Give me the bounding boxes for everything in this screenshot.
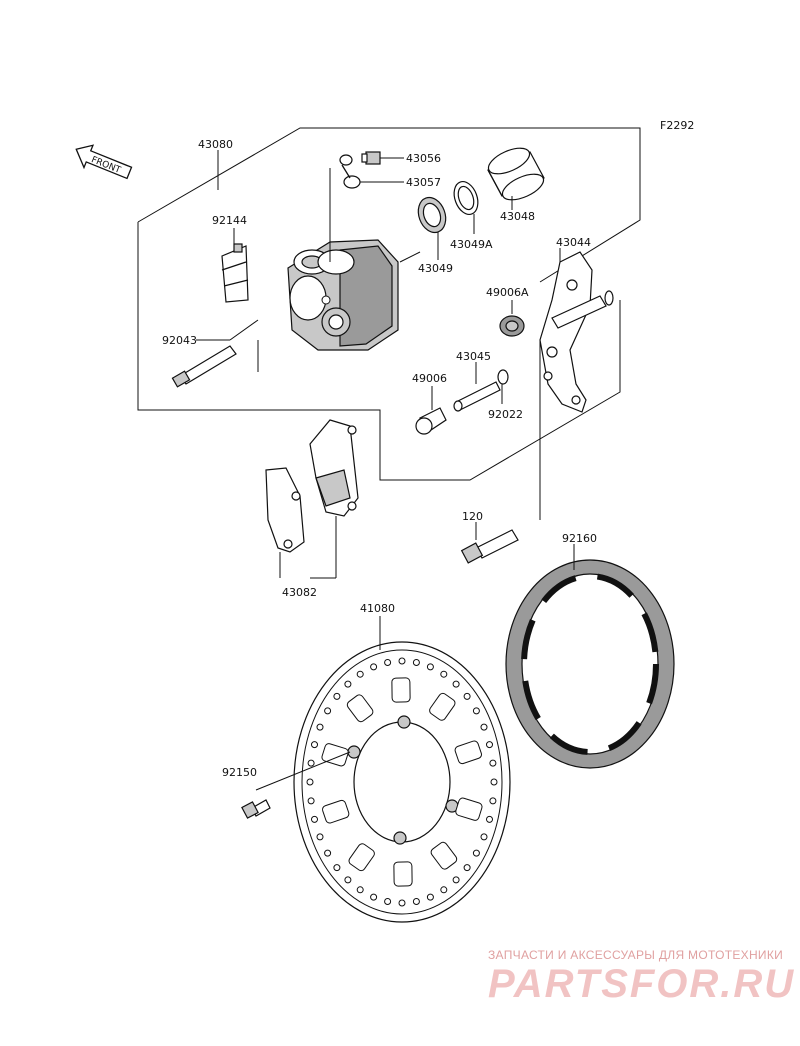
caliper-pin: [171, 345, 237, 388]
disc-slot: [429, 692, 456, 721]
front-arrow-icon: FRONT: [75, 144, 133, 180]
disc-hole: [344, 680, 352, 688]
disc-slot: [430, 841, 458, 870]
disc-slot: [391, 677, 411, 703]
disc-slot: [393, 861, 413, 887]
watermark-caption: ЗАПЧАСТИ И АКСЕССУАРЫ ДЛЯ МОТОТЕХНИКИ: [488, 948, 784, 962]
callout-43044: 43044: [556, 236, 591, 249]
callout-49006a: 49006A: [486, 286, 529, 299]
disc-hole: [311, 741, 318, 749]
disc-hole: [324, 849, 332, 857]
disc-slot: [322, 799, 350, 824]
disc-hole: [398, 899, 406, 907]
disc-slot: [346, 694, 374, 723]
disc-hole: [311, 815, 318, 823]
disc-hole: [426, 893, 434, 901]
bleed-cap: [339, 154, 361, 189]
caliper-bracket: [539, 251, 614, 413]
disc-hole: [490, 778, 498, 786]
disc-hole: [463, 864, 471, 872]
disc-hole: [307, 759, 315, 767]
disc-hole: [452, 680, 460, 688]
disc-hole: [370, 893, 378, 901]
pin-boot-large: [499, 315, 525, 337]
disc-hole: [398, 657, 406, 665]
watermark-logo: PARTSFOR.RU: [488, 962, 796, 1006]
disc-hole: [333, 864, 341, 872]
brake-caliper: [287, 239, 399, 351]
disc-hole: [480, 723, 488, 731]
disc-hole: [316, 833, 324, 841]
disc-hole: [356, 670, 364, 678]
disc-hole: [463, 692, 471, 700]
circlip: [497, 369, 509, 385]
assembly-outline-bottom: [137, 222, 621, 481]
disc-hole: [440, 886, 448, 894]
brake-pads: [265, 419, 359, 553]
disc-hole: [316, 723, 324, 731]
bracket-pin: [453, 381, 501, 412]
disc-hole: [412, 659, 420, 666]
disc-hole: [489, 797, 497, 805]
disc-hole: [472, 849, 480, 857]
piston-seal: [417, 196, 447, 234]
pad-spring: [221, 243, 249, 303]
callout-43080: 43080: [198, 138, 233, 151]
disc-hole: [452, 876, 460, 884]
callout-43082: 43082: [282, 586, 317, 599]
pin-boot-small: [415, 407, 447, 435]
disc-hole: [306, 778, 314, 786]
callout-43057: 43057: [406, 176, 441, 189]
disc-hole: [412, 898, 420, 905]
disc-hole: [384, 659, 392, 666]
callout-43049a: 43049A: [450, 238, 493, 251]
caliper-piston: [487, 147, 545, 201]
callout-92150: 92150: [222, 766, 257, 779]
callout-92160: 92160: [562, 532, 597, 545]
leader-lines: [196, 150, 575, 791]
disc-hole: [440, 670, 448, 678]
callout-41080: 41080: [360, 602, 395, 615]
bleed-valve: [361, 151, 381, 165]
callout-92022: 92022: [488, 408, 523, 421]
callout-120: 120: [462, 510, 483, 523]
brake-ring: [505, 559, 675, 769]
disc-hole: [356, 886, 364, 894]
figure-code: F2292: [660, 119, 694, 132]
assembly-outline-top: [137, 127, 641, 283]
callout-92144: 92144: [212, 214, 247, 227]
mounting-bolt: [460, 529, 519, 564]
disc-slot: [454, 740, 482, 765]
disc-hole: [384, 898, 392, 905]
disc-hole: [333, 692, 341, 700]
disc-slot: [455, 797, 483, 821]
disc-hole: [486, 815, 493, 823]
callout-43045: 43045: [456, 350, 491, 363]
disc-hole: [480, 833, 488, 841]
dust-seal: [453, 180, 479, 216]
disc-hole: [324, 707, 332, 715]
callout-43048: 43048: [500, 210, 535, 223]
brake-disc: [293, 641, 511, 923]
disc-hole: [486, 741, 493, 749]
disc-hole: [426, 663, 434, 671]
callout-43056: 43056: [406, 152, 441, 165]
callout-49006: 49006: [412, 372, 447, 385]
callout-92043: 92043: [162, 334, 197, 347]
disc-hole: [370, 663, 378, 671]
disc-hole: [489, 759, 497, 767]
disc-hole: [307, 797, 315, 805]
disc-slot: [348, 843, 375, 872]
disc-hole: [344, 876, 352, 884]
callout-43049: 43049: [418, 262, 453, 275]
disc-hole: [472, 707, 480, 715]
disc-bolt: [241, 799, 271, 819]
